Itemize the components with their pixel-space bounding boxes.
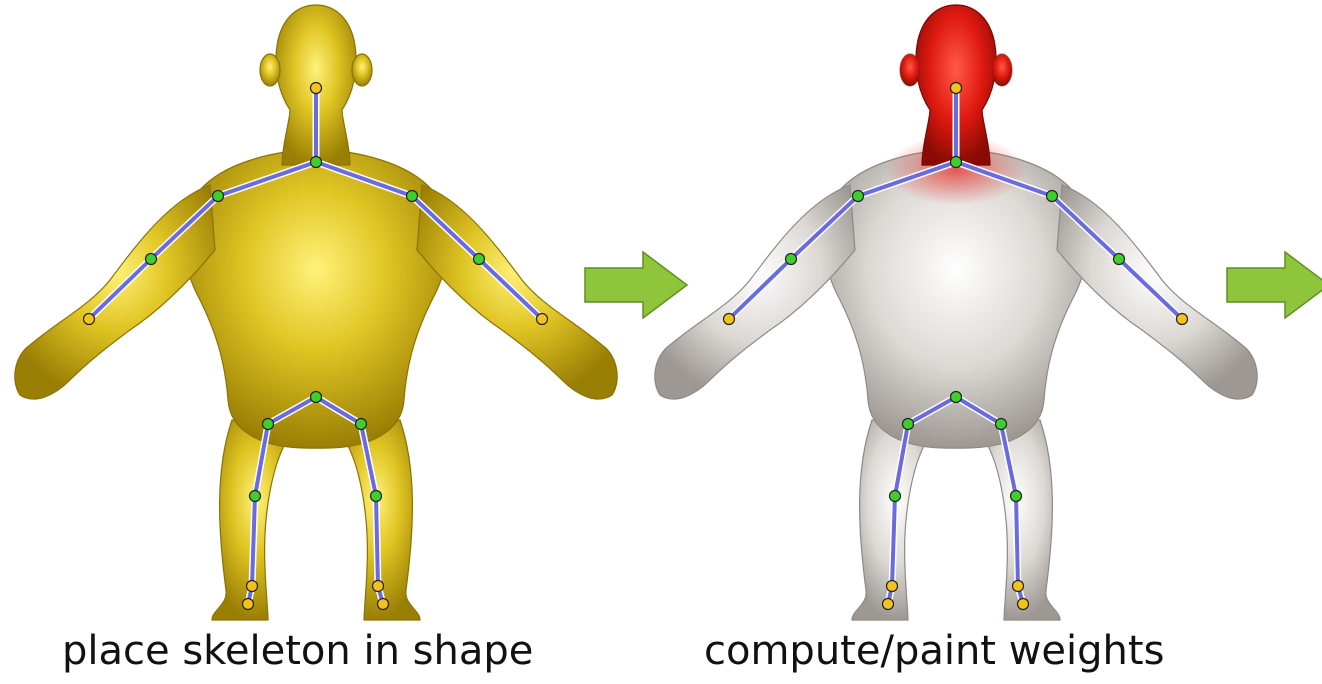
skeleton-endpoint[interactable] — [1177, 314, 1188, 325]
yellow-character-figure — [0, 0, 640, 630]
skeleton-endpoint[interactable] — [1018, 599, 1029, 610]
panel-skeleton-placement: place skeleton in shape — [0, 0, 640, 684]
skeleton-joint[interactable] — [853, 191, 864, 202]
skeleton-endpoint[interactable] — [84, 314, 95, 325]
skeleton-joint[interactable] — [951, 392, 962, 403]
caption-compute-weights: compute/paint weights — [704, 628, 1164, 674]
caption-place-skeleton: place skeleton in shape — [62, 628, 533, 674]
skeleton-endpoint[interactable] — [724, 314, 735, 325]
skeleton-endpoint[interactable] — [247, 581, 258, 592]
bone — [376, 496, 378, 586]
skeleton-endpoint[interactable] — [1013, 581, 1024, 592]
skeleton-endpoint[interactable] — [537, 314, 548, 325]
skeleton-joint[interactable] — [311, 157, 322, 168]
white-character-figure — [640, 0, 1280, 630]
skeleton-endpoint[interactable] — [883, 599, 894, 610]
skeleton-endpoint[interactable] — [951, 83, 962, 94]
skeleton-joint[interactable] — [474, 254, 485, 265]
skeleton-joint[interactable] — [371, 491, 382, 502]
skeleton-joint[interactable] — [1114, 254, 1125, 265]
skeleton-joint[interactable] — [311, 392, 322, 403]
skeleton-joint[interactable] — [250, 491, 261, 502]
panel-paint-weights: compute/paint weights — [640, 0, 1280, 684]
skeleton-joint[interactable] — [890, 491, 901, 502]
skeleton-joint[interactable] — [1047, 191, 1058, 202]
skeleton-endpoint[interactable] — [373, 581, 384, 592]
skeleton-endpoint[interactable] — [378, 599, 389, 610]
skeleton-joint[interactable] — [951, 157, 962, 168]
skeleton-joint[interactable] — [1011, 491, 1022, 502]
right-arrow-icon — [1225, 250, 1322, 324]
skeleton-joint[interactable] — [356, 419, 367, 430]
skeleton-joint[interactable] — [996, 419, 1007, 430]
skeleton-joint[interactable] — [146, 254, 157, 265]
skeleton-joint[interactable] — [407, 191, 418, 202]
skeleton-endpoint[interactable] — [311, 83, 322, 94]
skeleton-endpoint[interactable] — [243, 599, 254, 610]
skeleton-joint[interactable] — [786, 254, 797, 265]
skeleton-joint[interactable] — [903, 419, 914, 430]
skeleton-joint[interactable] — [213, 191, 224, 202]
skeleton-endpoint[interactable] — [887, 581, 898, 592]
skeleton-joint[interactable] — [263, 419, 274, 430]
bone — [1016, 496, 1018, 586]
arrow-shape — [1227, 252, 1322, 318]
